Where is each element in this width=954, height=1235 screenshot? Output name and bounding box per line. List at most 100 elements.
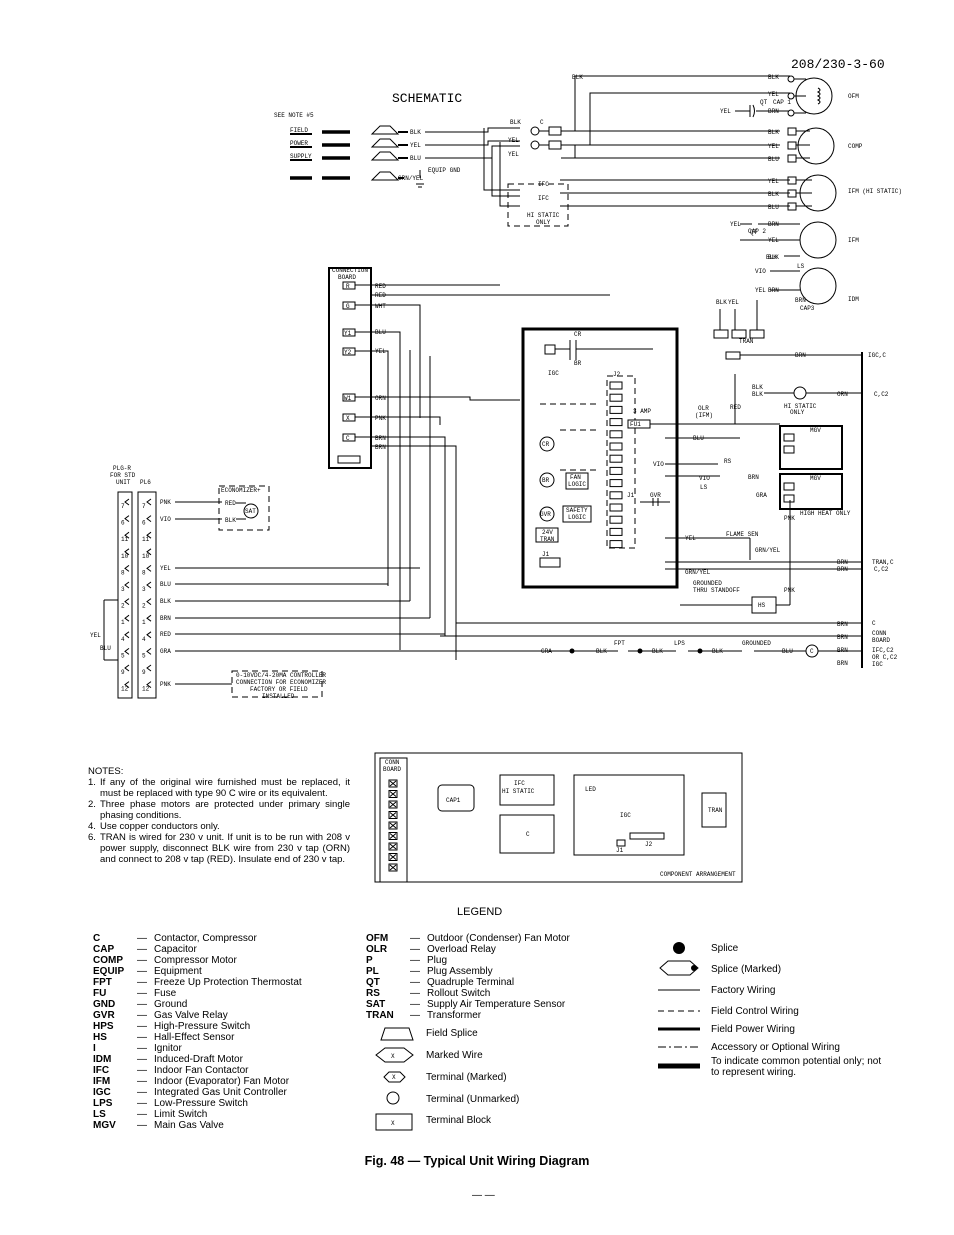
svg-text:C: C — [810, 648, 814, 655]
legend-field-control-wiring: Field Control Wiring — [711, 1006, 799, 1017]
svg-text:COMP: COMP — [848, 143, 863, 150]
legend-abbr-row: COMP—Compressor Motor — [93, 955, 302, 966]
legend-abbr-key: CAP — [93, 944, 115, 955]
svg-text:BOARD: BOARD — [383, 766, 401, 773]
j2-pin — [609, 515, 623, 524]
legend-terminal-marked: Terminal (Marked) — [426, 1072, 507, 1083]
svg-text:IGC,C: IGC,C — [868, 352, 886, 359]
svg-text:QT: QT — [760, 99, 768, 106]
svg-text:IGC: IGC — [872, 661, 883, 668]
legend-abbr-row: IFC—Indoor Fan Contactor — [93, 1065, 302, 1076]
igc-board: IGC CR BR J2 CR BR GVR FAN LOGIC SAFETY … — [521, 327, 679, 589]
svg-text:GRN/YEL: GRN/YEL — [755, 547, 781, 554]
svg-text:GVR: GVR — [540, 511, 551, 518]
svg-text:GRN/YEL: GRN/YEL — [398, 175, 424, 182]
svg-text:BRN: BRN — [375, 444, 386, 451]
svg-text:Y1: Y1 — [344, 330, 352, 337]
svg-text:CAP 1: CAP 1 — [773, 99, 791, 106]
economizer: ECONOMIZER+ RED BLK SAT — [218, 485, 270, 531]
svg-text:YEL: YEL — [508, 137, 519, 144]
legend-abbr-dash: — — [137, 966, 147, 977]
svg-text:PNK: PNK — [160, 681, 171, 688]
legend-abbr-key: P — [366, 955, 373, 966]
svg-text:YEL: YEL — [768, 143, 779, 150]
plug-pin-chevron — [124, 565, 152, 572]
legend-abbr-row: GVR—Gas Valve Relay — [93, 1010, 302, 1021]
plug-pin-number: 8 — [121, 569, 125, 576]
conn-board-terminal-mark — [389, 812, 397, 818]
plug-pin-chevron — [124, 631, 152, 639]
svg-text:C: C — [346, 435, 350, 442]
svg-text:FACTORY OR FIELD: FACTORY OR FIELD — [250, 686, 308, 693]
legend-abbr-value: Low-Pressure Switch — [154, 1098, 248, 1109]
legend-abbr-row: PL—Plug Assembly — [366, 966, 570, 977]
svg-text:BLK: BLK — [716, 299, 727, 306]
legend-abbr-row: P—Plug — [366, 955, 570, 966]
svg-text:IDM: IDM — [848, 296, 859, 303]
svg-text:FIELD: FIELD — [290, 127, 308, 134]
svg-text:X: X — [392, 1074, 396, 1081]
svg-text:BLU: BLU — [768, 204, 779, 211]
svg-text:MGV: MGV — [810, 475, 821, 482]
svg-text:YEL: YEL — [728, 299, 739, 306]
plug-pin-chevron — [124, 498, 152, 506]
svg-text:HS: HS — [758, 602, 766, 609]
conn-board-terminal-mark — [389, 780, 397, 787]
figure-caption: Fig. 48 — Typical Unit Wiring Diagram — [364, 1154, 590, 1168]
svg-text:CONN: CONN — [385, 759, 400, 766]
j2-pin — [609, 540, 623, 549]
svg-text:YEL: YEL — [720, 108, 731, 115]
svg-text:BLK: BLK — [766, 254, 777, 261]
j2-pin — [609, 405, 623, 414]
svg-text:YEL: YEL — [730, 221, 741, 228]
legend-abbr-dash: — — [137, 1021, 147, 1032]
j2-pin — [609, 430, 623, 439]
legend-abbr-value: Limit Switch — [154, 1109, 208, 1120]
legend-abbr-value: Quadruple Terminal — [427, 977, 515, 988]
svg-text:OLR: OLR — [698, 405, 709, 412]
svg-text:0-10VDC/4-20MA CONTROLLER: 0-10VDC/4-20MA CONTROLLER — [236, 672, 326, 679]
svg-text:CONNECTION FOR ECONOMIZER: CONNECTION FOR ECONOMIZER — [236, 679, 326, 686]
ifc-hi-static: IFC IFC HI STATIC ONLY — [507, 179, 790, 227]
legend-abbr-key: RS — [366, 988, 380, 999]
legend-abbr-value: Compressor Motor — [154, 955, 237, 966]
svg-text:YEL: YEL — [768, 178, 779, 185]
svg-text:GROUNDED: GROUNDED — [693, 580, 722, 587]
plug-pin-number: 12 — [121, 686, 129, 693]
svg-text:CAP3: CAP3 — [800, 305, 815, 312]
plug-pin-number: 4 — [121, 636, 125, 643]
motors-column: BLK BLK YEL QT CAP 1 YEL BRN OFM COMP BL… — [572, 74, 902, 312]
plug-pin-number: 2 — [142, 603, 146, 610]
svg-text:BLK: BLK — [752, 391, 763, 398]
svg-text:GVR: GVR — [650, 492, 661, 499]
conn-board-terminal-mark — [389, 833, 397, 839]
svg-text:IFC: IFC — [538, 195, 549, 202]
svg-text:X: X — [391, 1053, 395, 1060]
svg-text:(IFM): (IFM) — [695, 412, 713, 419]
svg-text:BRN: BRN — [837, 634, 848, 641]
legend-marked-wire: Marked Wire — [426, 1050, 483, 1061]
svg-text:RED: RED — [225, 500, 236, 507]
svg-text:BRN: BRN — [375, 435, 386, 442]
svg-text:BRN: BRN — [837, 621, 848, 628]
plug-pin-chevron — [124, 548, 152, 556]
legend-abbr-key: SAT — [366, 999, 386, 1010]
legend-abbr-row: MGV—Main Gas Valve — [93, 1120, 302, 1131]
ifm-motor — [799, 221, 837, 259]
svg-text:BLK: BLK — [768, 74, 779, 81]
legend-accessory-wiring: Accessory or Optional Wiring — [711, 1042, 840, 1053]
line-voltage-wires: BLK YEL BLU GRN/YEL C BLK YEL YEL — [398, 75, 790, 207]
svg-text:OR C,C2: OR C,C2 — [872, 654, 898, 661]
svg-text:VIO: VIO — [160, 516, 171, 523]
svg-text:BLK: BLK — [410, 129, 421, 136]
legend-abbr-value: Main Gas Valve — [154, 1120, 224, 1131]
note-item: 6.TRAN is wired for 230 v unit. If unit … — [88, 832, 350, 865]
svg-text:SUPPLY: SUPPLY — [290, 153, 312, 160]
svg-text:BLU: BLU — [100, 645, 111, 652]
legend-abbr-dash: — — [137, 1076, 147, 1087]
legend-abbr-dash: — — [137, 1065, 147, 1076]
legend-abbr-key: LPS — [93, 1098, 113, 1109]
plug-pin-number: 2 — [121, 603, 125, 610]
legend-abbr-row: OFM—Outdoor (Condenser) Fan Motor — [366, 933, 570, 944]
legend-abbr-value: Rollout Switch — [427, 988, 491, 999]
